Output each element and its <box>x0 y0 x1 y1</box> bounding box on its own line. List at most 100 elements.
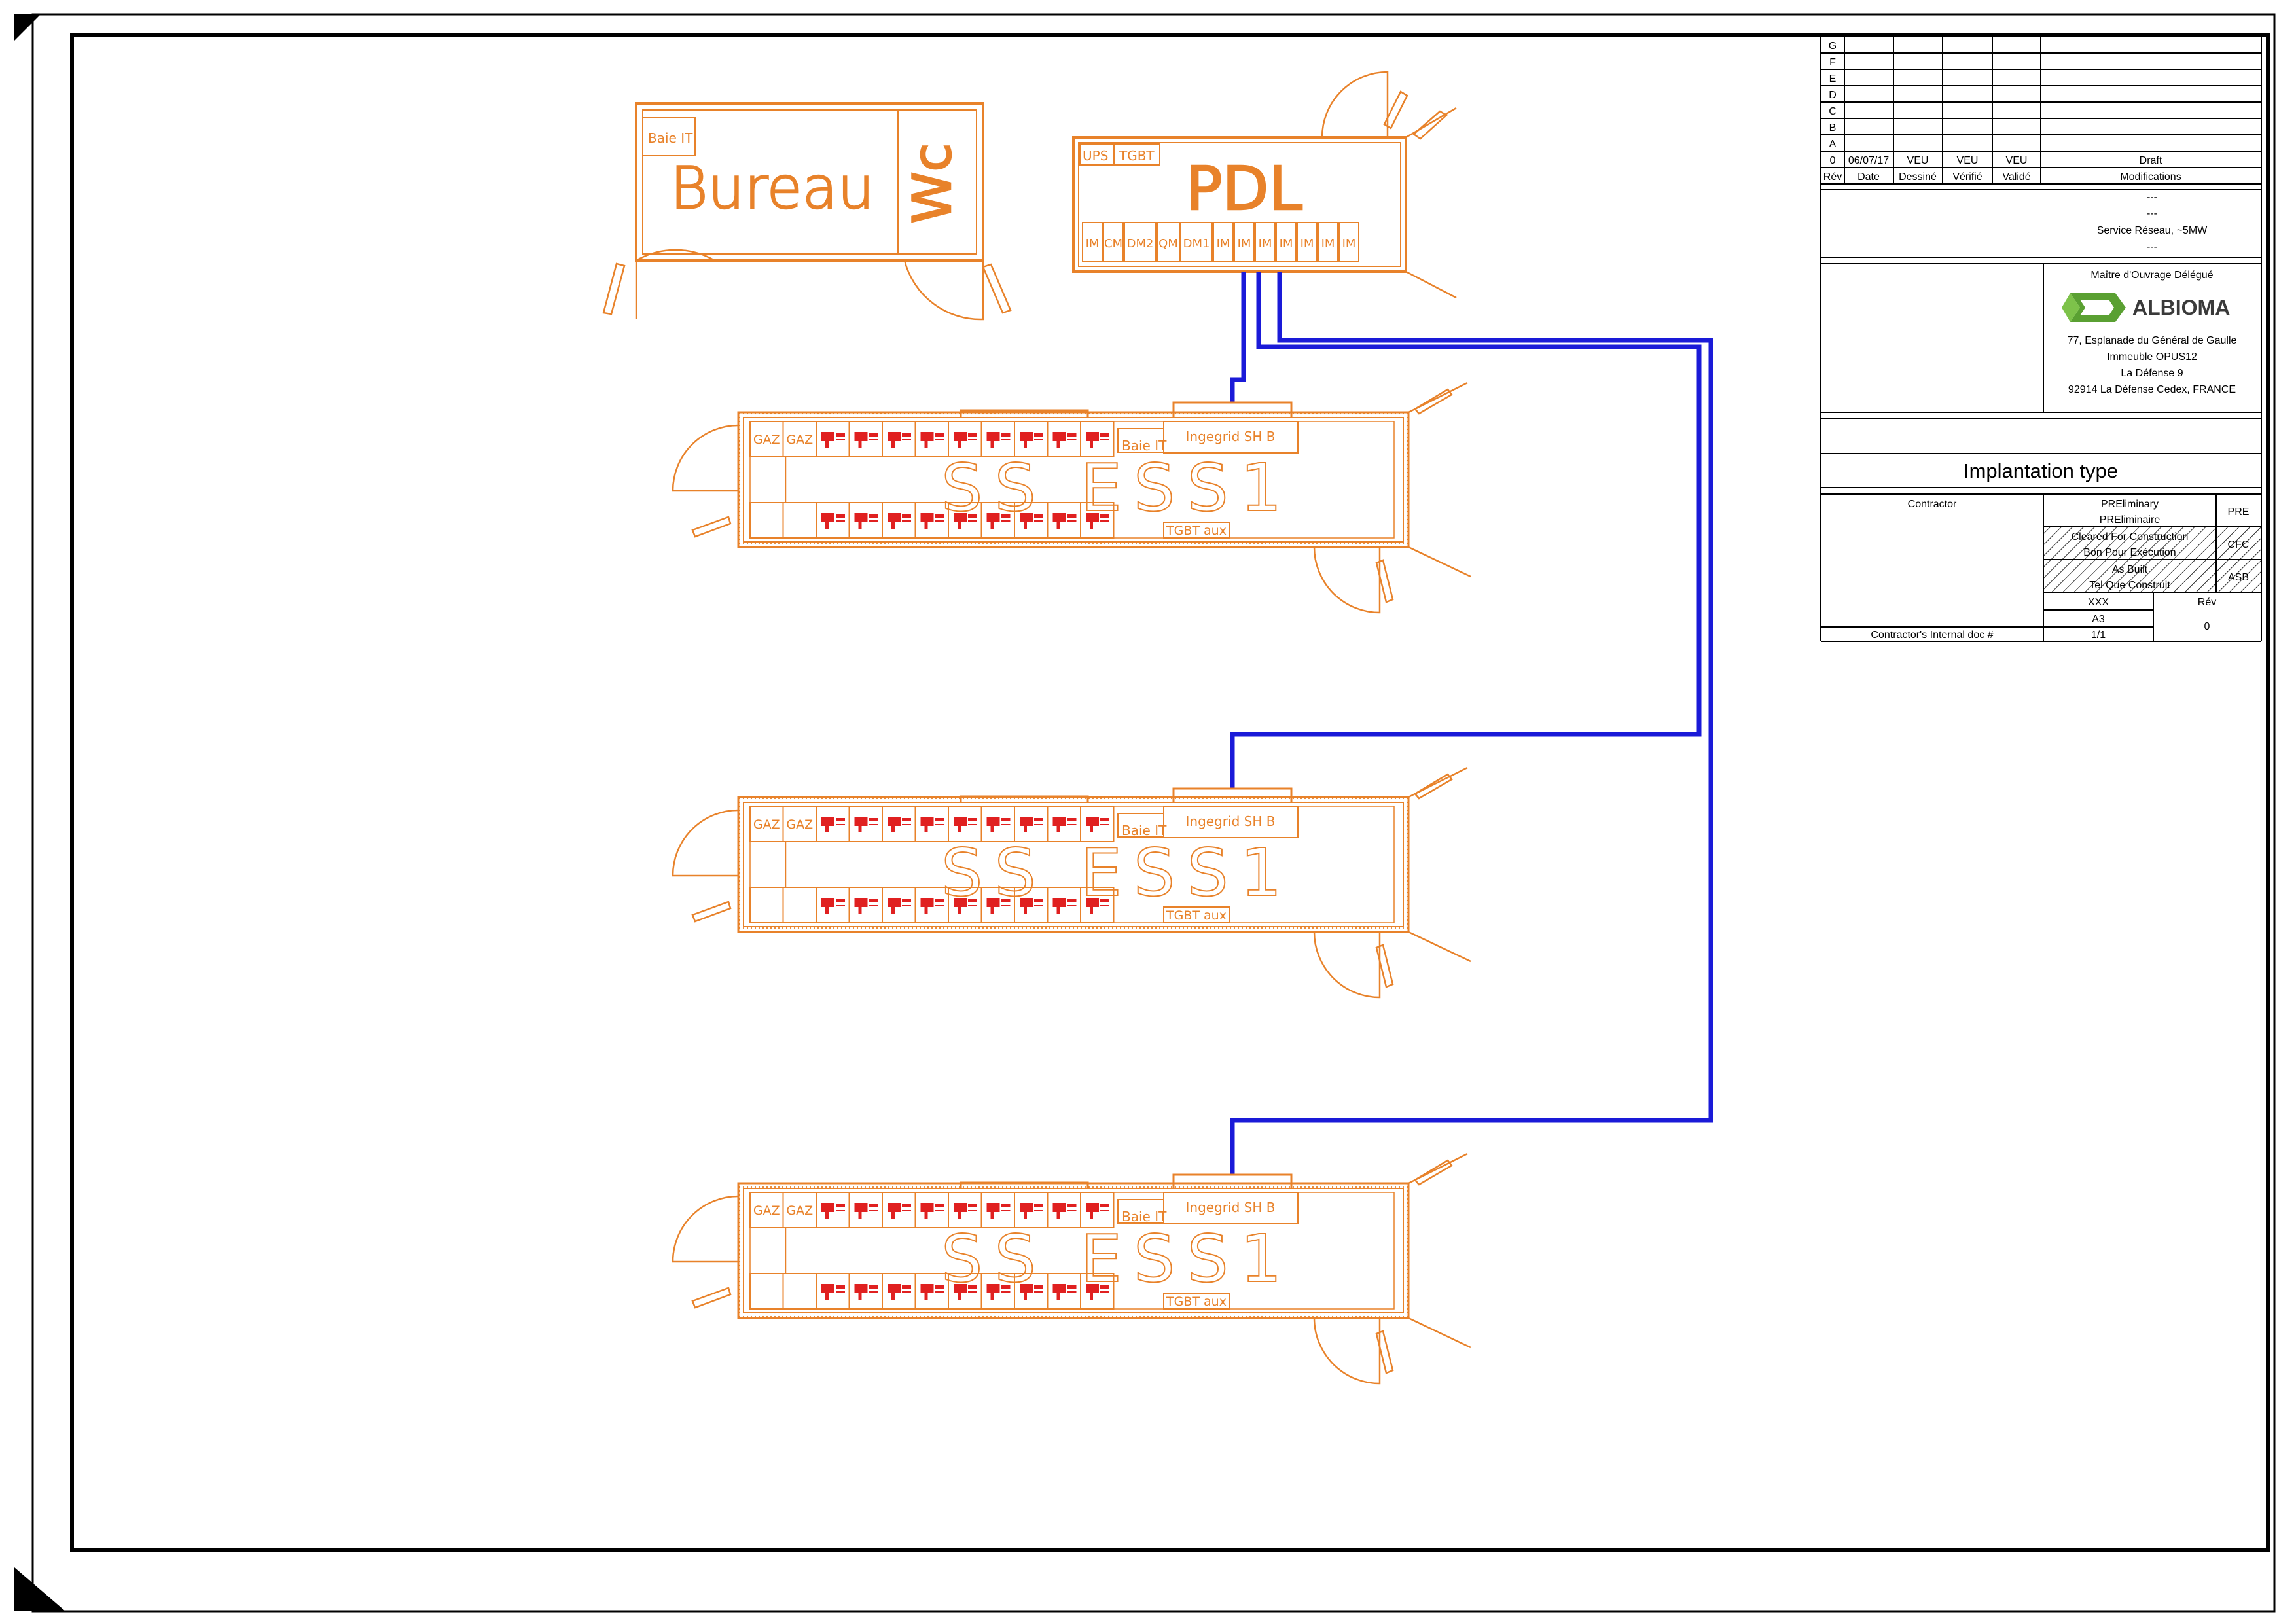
battery-rack-icon <box>888 513 911 529</box>
battery-rack-icon <box>888 1284 911 1300</box>
battery-rack-icon <box>854 432 878 448</box>
pdl-cell <box>1157 222 1180 262</box>
container-door-leaf-end <box>1414 773 1453 800</box>
bureau-building: Baie IT Bureau Wc <box>602 102 1012 321</box>
pdl-cell-label: IM <box>1321 237 1335 251</box>
battery-rack-icon <box>854 1284 878 1300</box>
pdl-cell <box>1213 222 1234 262</box>
pdl-door-end <box>1405 107 1457 299</box>
rev-label: Rév <box>2198 597 2216 608</box>
pdl-tab-ups: UPS <box>1083 148 1108 164</box>
battery-rack-icon <box>920 1284 944 1300</box>
pdl-cell <box>1318 222 1338 262</box>
revision-header-rev: Rév <box>1823 171 1842 183</box>
battery-rack-icon <box>1086 1203 1109 1219</box>
rack-cell <box>1080 1273 1115 1310</box>
battery-rack-icon <box>920 513 944 529</box>
battery-rack-icon <box>986 898 1011 914</box>
gaz-label: GAZ <box>753 1204 780 1218</box>
pdl-title: PDL <box>1186 154 1302 224</box>
revision-header-date: Date <box>1857 171 1880 183</box>
battery-rack-icon <box>986 817 1011 832</box>
pdl-cell <box>1255 222 1276 262</box>
pcs-label: Ingegrid SH B <box>1186 813 1276 829</box>
battery-rack-icon <box>920 1203 944 1219</box>
battery-rack-icon <box>954 1284 977 1300</box>
container-door-leaf-left <box>691 1287 732 1309</box>
battery-rack-icon <box>888 432 911 448</box>
it-rack-label: Baie IT <box>1122 823 1167 838</box>
battery-rack-icon <box>1020 1203 1043 1219</box>
pdl-cell <box>1124 222 1157 262</box>
project-line-2: --- <box>2147 208 2157 219</box>
gaz-label: GAZ <box>753 817 780 832</box>
container-title: SS ESS1 <box>941 450 1294 526</box>
pdl-cell-label: IM <box>1259 237 1272 251</box>
pcs-box <box>1163 1192 1299 1224</box>
revision-letter: D <box>1829 90 1837 101</box>
albioma-logo: ALBIOMA <box>2062 293 2230 322</box>
pcs-box <box>1163 421 1299 454</box>
revision-header-drawn: Dessiné <box>1899 171 1937 183</box>
contractor-label: Contractor <box>1908 499 1957 510</box>
battery-rack-icon <box>1086 513 1109 529</box>
battery-rack-icon <box>954 1203 977 1219</box>
pdl-cell <box>1338 222 1359 262</box>
pcs-label: Ingegrid SH B <box>1186 1200 1276 1215</box>
tgbt-aux-box <box>1163 1293 1230 1310</box>
pdl-door-leaf-end-top <box>1412 110 1448 140</box>
battery-rack-icon <box>1086 817 1109 832</box>
cable-trafo-3 <box>1230 272 1713 1175</box>
pdl-cell <box>1276 222 1297 262</box>
format: A3 <box>2092 614 2105 625</box>
revision-letter: C <box>1829 106 1837 117</box>
gaz-label: GAZ <box>786 1204 813 1218</box>
doc-number: XXX <box>2088 597 2109 608</box>
battery-rack-icon <box>954 898 977 914</box>
battery-rack-icon <box>821 898 845 914</box>
battery-rack-icon <box>821 1284 845 1300</box>
sheet-number: 1/1 <box>2091 630 2106 641</box>
battery-rack-icon <box>821 432 845 448</box>
battery-rack-icon <box>920 817 944 832</box>
pdl-cell <box>1082 222 1103 262</box>
revision-letter: A <box>1829 139 1837 150</box>
revision-letter: E <box>1829 73 1837 84</box>
battery-rack-icon <box>920 898 944 914</box>
wc-label: Wc <box>902 143 963 223</box>
pcs-box <box>1163 806 1299 838</box>
revision-current-drawn: VEU <box>1907 155 1929 166</box>
battery-rack-icon <box>1086 898 1109 914</box>
revision-header-validated: Validé <box>2002 171 2030 183</box>
revision-current-validated: VEU <box>2006 155 2028 166</box>
status-asb-fr: Tel Que Construit <box>2089 580 2170 591</box>
battery-rack-icon <box>1020 817 1043 832</box>
battery-rack-icon <box>1020 1284 1043 1300</box>
status-asb-en: As Built <box>2112 564 2148 575</box>
project-line-4: --- <box>2147 241 2157 253</box>
container-door-leaf-left <box>691 901 732 923</box>
battery-rack-icon <box>821 513 845 529</box>
battery-rack-icon <box>888 817 911 832</box>
revision-header-modifications: Modifications <box>2120 171 2181 183</box>
project-line-3: Service Réseau, ~5MW <box>2097 225 2208 236</box>
status-cfc-hatch <box>2044 527 2215 559</box>
rack-cell <box>1080 421 1115 457</box>
gaz-label: GAZ <box>753 433 780 447</box>
tgbt-aux-box <box>1163 906 1230 923</box>
gaz-label: GAZ <box>786 433 813 447</box>
container-door-leaf-bottom <box>1375 944 1394 988</box>
battery-rack-icon <box>954 817 977 832</box>
revision-letter: B <box>1829 122 1837 134</box>
it-rack-label: Baie IT <box>1122 438 1167 454</box>
rack-cell <box>1080 1192 1115 1228</box>
status-asb-code-hatch <box>2217 560 2261 592</box>
rack-cell <box>1080 806 1115 842</box>
container-door-leaf-bottom <box>1375 1330 1394 1374</box>
battery-rack-icon <box>821 817 845 832</box>
battery-rack-icon <box>1052 1284 1077 1300</box>
revision-current-date: 06/07/17 <box>1848 155 1889 166</box>
battery-rack-icon <box>920 432 944 448</box>
